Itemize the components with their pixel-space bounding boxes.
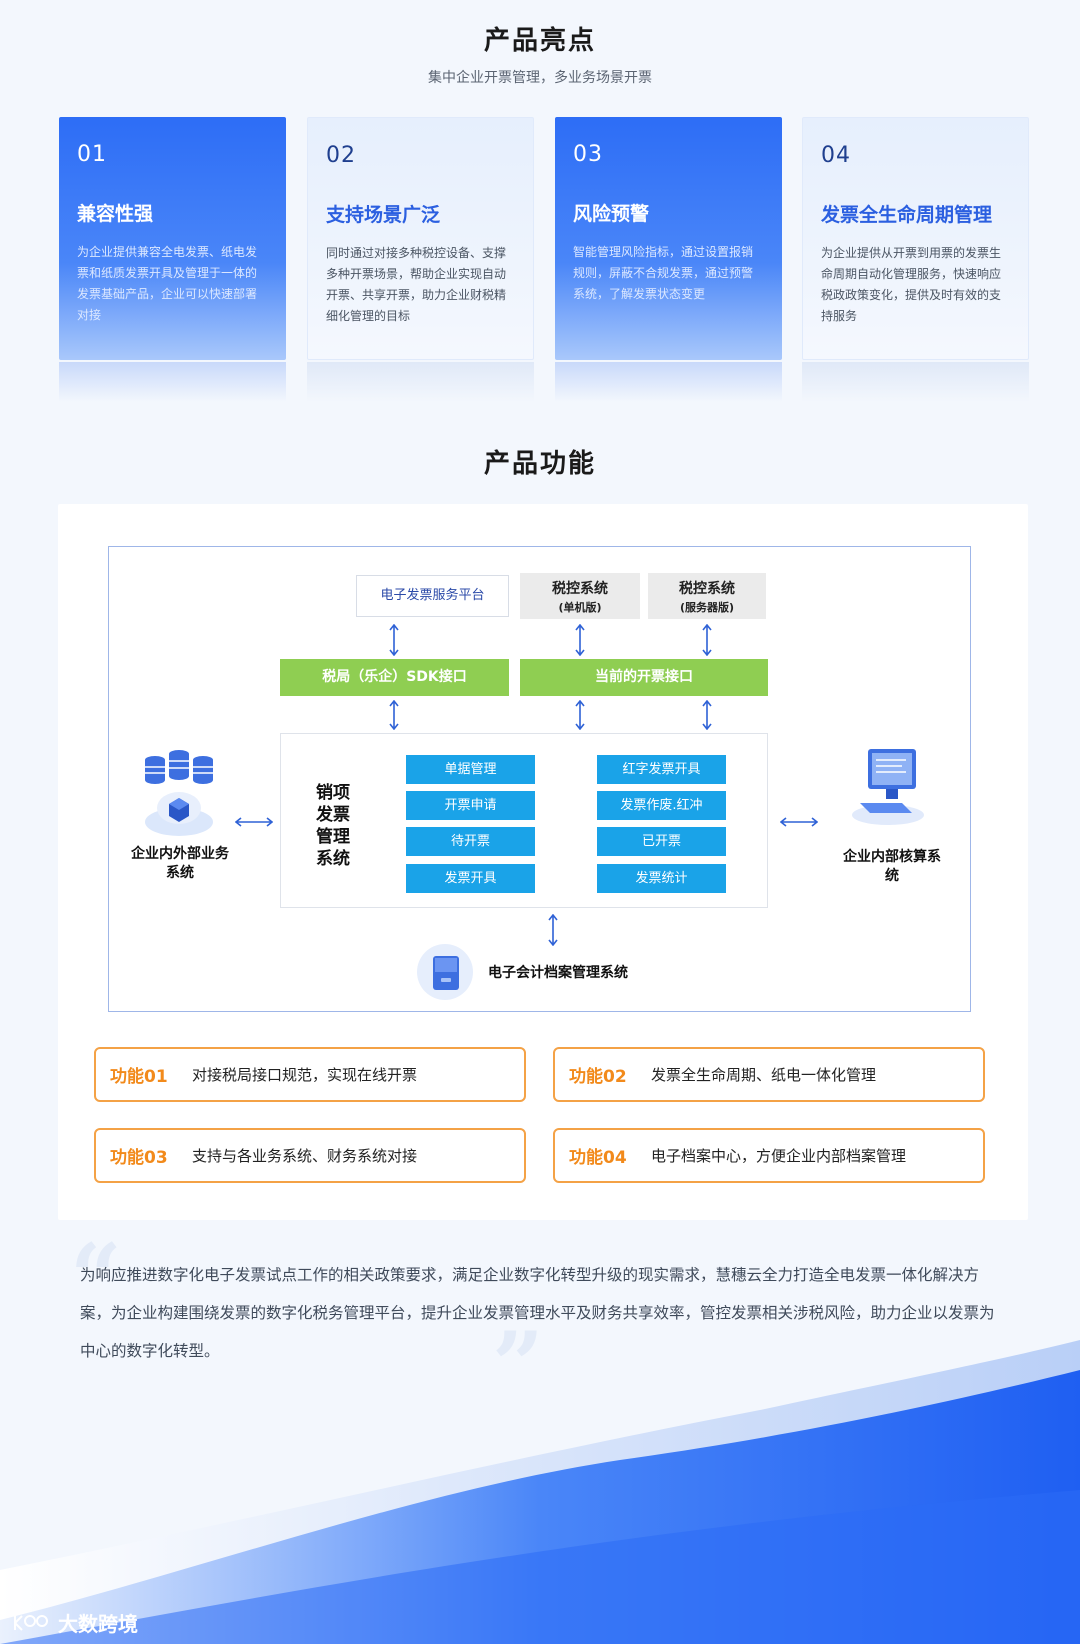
feature-text: 发票全生命周期、纸电一体化管理 bbox=[651, 1066, 877, 1084]
card-description: 同时通过对接多种税控设备、支撑多种开票场景，帮助企业实现自动开票、共享开票，助力… bbox=[326, 246, 507, 323]
highlight-card-03: 03 风险预警 智能管理风险指标，通过设置报销规则，屏蔽不合规发票，通过预警系统… bbox=[555, 117, 782, 360]
feature-text: 电子档案中心，方便企业内部档案管理 bbox=[651, 1147, 907, 1165]
tax-control-name: 税控系统 bbox=[552, 581, 608, 597]
feature-tag: 功能02 bbox=[569, 1067, 627, 1087]
brand-mark-icon bbox=[14, 1614, 48, 1631]
current-invoice-interface-bar: 当前的开票接口 bbox=[520, 659, 768, 696]
computer-icon bbox=[852, 749, 924, 825]
card-title: 风险预警 bbox=[573, 203, 650, 225]
double-arrow-horizontal-icon bbox=[235, 817, 273, 827]
double-arrow-icon bbox=[575, 700, 585, 730]
card-description: 为企业提供从开票到用票的发票生命周期自动化管理服务，快速响应税政政策变化，提供及… bbox=[821, 246, 1002, 323]
double-arrow-icon bbox=[389, 700, 399, 730]
module-pending-invoice: 待开票 bbox=[406, 827, 535, 856]
card-number: 03 bbox=[573, 142, 603, 167]
right-system-label: 企业内部核算系统 bbox=[843, 849, 941, 884]
card-description: 为企业提供兼容全电发票、纸电发票和纸质发票开具及管理于一体的发票基础产品，企业可… bbox=[77, 245, 258, 322]
tax-control-server-box: 税控系统 (服务器版) bbox=[648, 573, 766, 619]
double-arrow-icon bbox=[389, 624, 399, 656]
database-cloud-icon bbox=[145, 750, 213, 836]
archive-system-label: 电子会计档案管理系统 bbox=[488, 965, 628, 981]
close-quote-icon: ” bbox=[492, 1312, 544, 1418]
tax-control-single-box: 税控系统 (单机版) bbox=[520, 573, 640, 619]
feature-pill-03: 功能03 支持与各业务系统、财务系统对接 bbox=[94, 1128, 526, 1183]
feature-text: 对接税局接口规范，实现在线开票 bbox=[192, 1066, 418, 1084]
tax-control-edition: (单机版) bbox=[558, 601, 602, 614]
feature-pill-02: 功能02 发票全生命周期、纸电一体化管理 bbox=[553, 1047, 985, 1102]
tax-control-name: 税控系统 bbox=[679, 581, 735, 597]
archive-folder-icon bbox=[417, 944, 473, 1000]
card-number: 04 bbox=[821, 143, 851, 168]
e-invoice-platform-box: 电子发票服务平台 bbox=[356, 575, 509, 617]
summary-paragraph: 为响应推进数字化电子发票试点工作的相关政策要求，满足企业数字化转型升级的现实需求… bbox=[80, 1266, 995, 1360]
card-number: 02 bbox=[326, 143, 356, 168]
feature-text: 支持与各业务系统、财务系统对接 bbox=[192, 1147, 418, 1165]
card-description: 智能管理风险指标，通过设置报销规则，屏蔽不合规发票，通过预警系统，了解发票状态变… bbox=[573, 245, 754, 301]
feature-pill-01: 功能01 对接税局接口规范，实现在线开票 bbox=[94, 1047, 526, 1102]
highlight-card-04: 04 发票全生命周期管理 为企业提供从开票到用票的发票生命周期自动化管理服务，快… bbox=[802, 117, 1029, 360]
card-reflection bbox=[802, 362, 1029, 402]
diagram-frame bbox=[108, 546, 971, 1012]
feature-pill-04: 功能04 电子档案中心，方便企业内部档案管理 bbox=[553, 1128, 985, 1183]
double-arrow-icon bbox=[548, 914, 558, 946]
feature-tag: 功能01 bbox=[110, 1067, 168, 1087]
card-reflection bbox=[307, 362, 534, 402]
double-arrow-icon bbox=[575, 624, 585, 656]
functions-title: 产品功能 bbox=[483, 449, 596, 479]
sdk-interface-bar: 税局（乐企）SDK接口 bbox=[280, 659, 509, 696]
module-invoice-issuing: 发票开具 bbox=[406, 864, 535, 893]
card-title: 兼容性强 bbox=[77, 203, 154, 225]
highlight-card-02: 02 支持场景广泛 同时通过对接多种税控设备、支撑多种开票场景，帮助企业实现自动… bbox=[307, 117, 534, 360]
brand-name: 大数跨境 bbox=[58, 1612, 138, 1636]
card-title: 支持场景广泛 bbox=[326, 204, 441, 226]
double-arrow-horizontal-icon bbox=[780, 817, 818, 827]
tax-control-edition: (服务器版) bbox=[679, 601, 735, 614]
double-arrow-icon bbox=[702, 624, 712, 656]
module-invoice-void: 发票作废.红冲 bbox=[597, 791, 726, 820]
highlight-card-01: 01 兼容性强 为企业提供兼容全电发票、纸电发票和纸质发票开具及管理于一体的发票… bbox=[59, 117, 286, 360]
module-red-invoice: 红字发票开具 bbox=[597, 755, 726, 784]
open-quote-icon: “ bbox=[70, 1224, 122, 1330]
decorative-wave bbox=[0, 1340, 1080, 1644]
card-title: 发票全生命周期管理 bbox=[821, 204, 993, 226]
module-document-management: 单据管理 bbox=[406, 755, 535, 784]
card-reflection bbox=[59, 362, 286, 402]
highlights-title: 产品亮点 bbox=[483, 26, 596, 56]
card-number: 01 bbox=[77, 142, 107, 167]
feature-tag: 功能04 bbox=[569, 1148, 627, 1168]
module-issued-invoice: 已开票 bbox=[597, 827, 726, 856]
module-invoice-statistics: 发票统计 bbox=[597, 864, 726, 893]
double-arrow-icon bbox=[702, 700, 712, 730]
left-system-label: 企业内外部业务系统 bbox=[131, 846, 229, 881]
module-invoice-application: 开票申请 bbox=[406, 791, 535, 820]
highlights-subtitle: 集中企业开票管理，多业务场景开票 bbox=[428, 70, 652, 86]
management-system-title: 销项发票管理系统 bbox=[316, 783, 350, 869]
brand-logo: 大数跨境 bbox=[12, 1608, 138, 1637]
card-reflection bbox=[555, 362, 782, 402]
feature-tag: 功能03 bbox=[110, 1148, 168, 1168]
